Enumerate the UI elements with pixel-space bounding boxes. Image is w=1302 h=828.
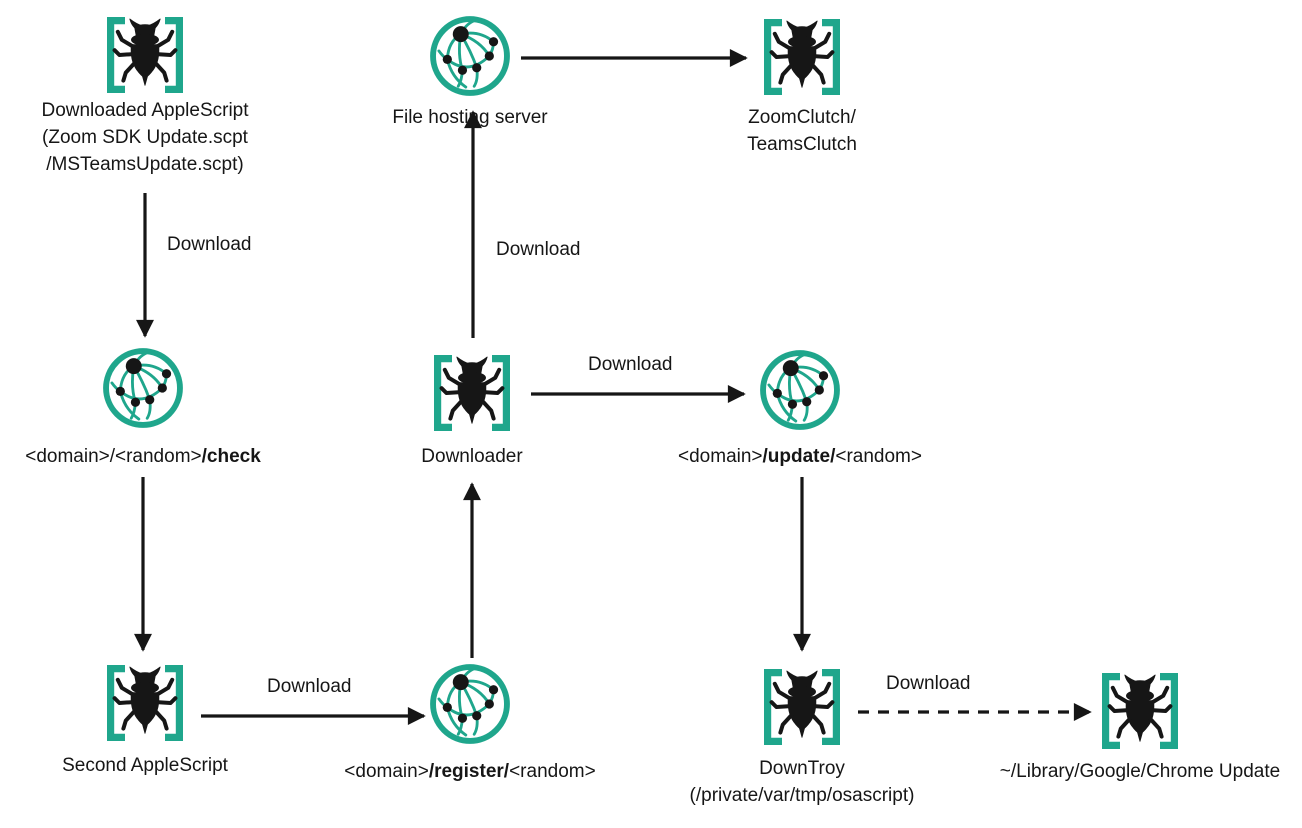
malware-bug-icon: [97, 10, 193, 100]
edge-label-second-applescript-to-register-endpoint: Download: [267, 676, 352, 697]
malware-bug-icon: [754, 12, 850, 102]
node-label-second-applescript: Second AppleScript: [62, 755, 228, 776]
node-label-chrome-update-payload: ~/Library/Google/Chrome Update: [999, 761, 1281, 782]
network-globe-icon: [101, 346, 185, 430]
node-label-update-endpoint: <domain>/update/<random>: [678, 446, 922, 467]
edge-label-downloader-to-file-hosting-server: Download: [496, 239, 581, 260]
edge-label-downtroy-to-chrome-update-payload: Download: [886, 673, 971, 694]
node-label-downtroy: DownTroy(/private/var/tmp/osascript): [689, 758, 915, 806]
edge-label-downloaded-applescript-to-check-endpoint: Download: [167, 234, 252, 255]
network-globe-icon: [428, 662, 512, 746]
malware-bug-icon: [97, 658, 193, 748]
edge-label-downloader-to-update-endpoint: Download: [588, 354, 673, 375]
network-globe-icon: [428, 14, 512, 98]
node-label-register-endpoint: <domain>/register/<random>: [344, 761, 596, 782]
malware-bug-icon: [1092, 666, 1188, 756]
node-label-zoomclutch-teamsclutch: ZoomClutch/TeamsClutch: [747, 107, 857, 155]
node-label-downloader: Downloader: [421, 446, 523, 467]
malware-bug-icon: [424, 348, 520, 438]
node-label-file-hosting-server: File hosting server: [392, 107, 548, 128]
node-label-check-endpoint: <domain>/<random>/check: [25, 446, 261, 467]
network-globe-icon: [758, 348, 842, 432]
node-label-downloaded-applescript: Downloaded AppleScript(Zoom SDK Update.s…: [41, 100, 249, 175]
malware-bug-icon: [754, 662, 850, 752]
